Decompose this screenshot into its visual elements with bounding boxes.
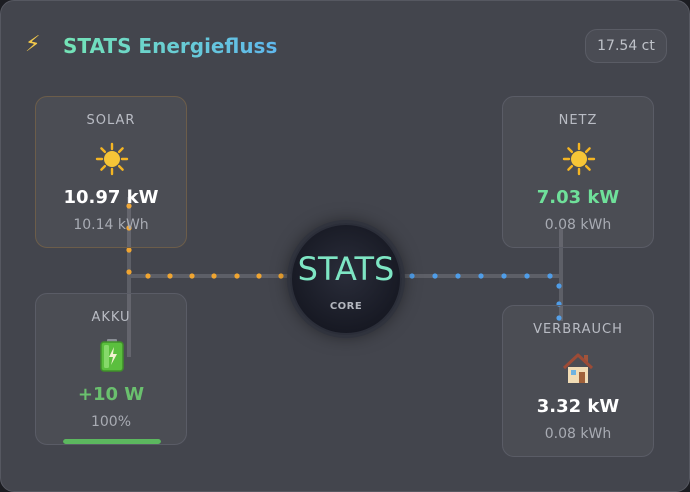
netz-node[interactable]: NETZ 7.03 kW 0.08 kWh (502, 96, 654, 248)
solar-power-value: 10.97 kW (63, 187, 159, 208)
core-circle: STATS CORE (290, 223, 402, 335)
grid-flow-dot (556, 315, 562, 321)
price-badge: 17.54 ct (585, 29, 667, 63)
grid-flow-dot (455, 273, 461, 279)
akku-power-value: +10 W (77, 384, 145, 405)
grid-flow-dot (432, 273, 438, 279)
netz-label: NETZ (558, 113, 598, 128)
akku-label: AKKU (91, 310, 131, 325)
solar-flow-dots (126, 203, 284, 279)
sun-icon (95, 142, 129, 176)
solar-flow-dot (189, 273, 195, 279)
battery-icon (100, 339, 124, 372)
akku-soc-fill (63, 439, 161, 444)
core-subtitle: CORE (329, 301, 363, 312)
solar-flow-dot (234, 273, 240, 279)
solar-flow-dot (256, 273, 262, 279)
solar-flow-dot (278, 273, 284, 279)
grid-flow-dot (524, 273, 530, 279)
solar-flow-dot (126, 225, 132, 231)
sun-icon (562, 142, 596, 176)
verbrauch-node[interactable]: VERBRAUCH 3.32 kW 0.08 kWh (502, 305, 654, 457)
solar-flow-dot (126, 203, 132, 209)
solar-flow-dot (211, 273, 217, 279)
lightning-icon: ⚡ (25, 32, 41, 57)
netz-power-value: 7.03 kW (536, 187, 620, 208)
grid-flow-dot (556, 283, 562, 289)
verbrauch-label: VERBRAUCH (533, 322, 623, 337)
solar-flow-dot (126, 269, 132, 275)
house-icon (562, 353, 594, 383)
core-title: STATS (297, 250, 395, 288)
solar-label: SOLAR (86, 113, 136, 128)
netz-energy-value: 0.08 kWh (544, 217, 612, 233)
verbrauch-power-value: 3.32 kW (536, 396, 620, 417)
solar-energy-value: 10.14 kWh (73, 217, 149, 233)
card-title: STATS Energiefluss (63, 34, 278, 58)
solar-flow-dot (145, 273, 151, 279)
grid-flow-dot (547, 273, 553, 279)
solar-flow-dot (126, 247, 132, 253)
grid-flow-dot (409, 273, 415, 279)
solar-flow-dot (167, 273, 173, 279)
akku-soc-bar (63, 439, 161, 444)
akku-soc-value: 100% (90, 414, 132, 430)
grid-flow-dot (478, 273, 484, 279)
verbrauch-energy-value: 0.08 kWh (544, 426, 612, 442)
solar-node[interactable]: SOLAR 10.97 kW 10.14 kWh (35, 96, 187, 248)
grid-flow-dot (501, 273, 507, 279)
akku-node[interactable]: AKKU +10 W 100% (35, 293, 187, 445)
